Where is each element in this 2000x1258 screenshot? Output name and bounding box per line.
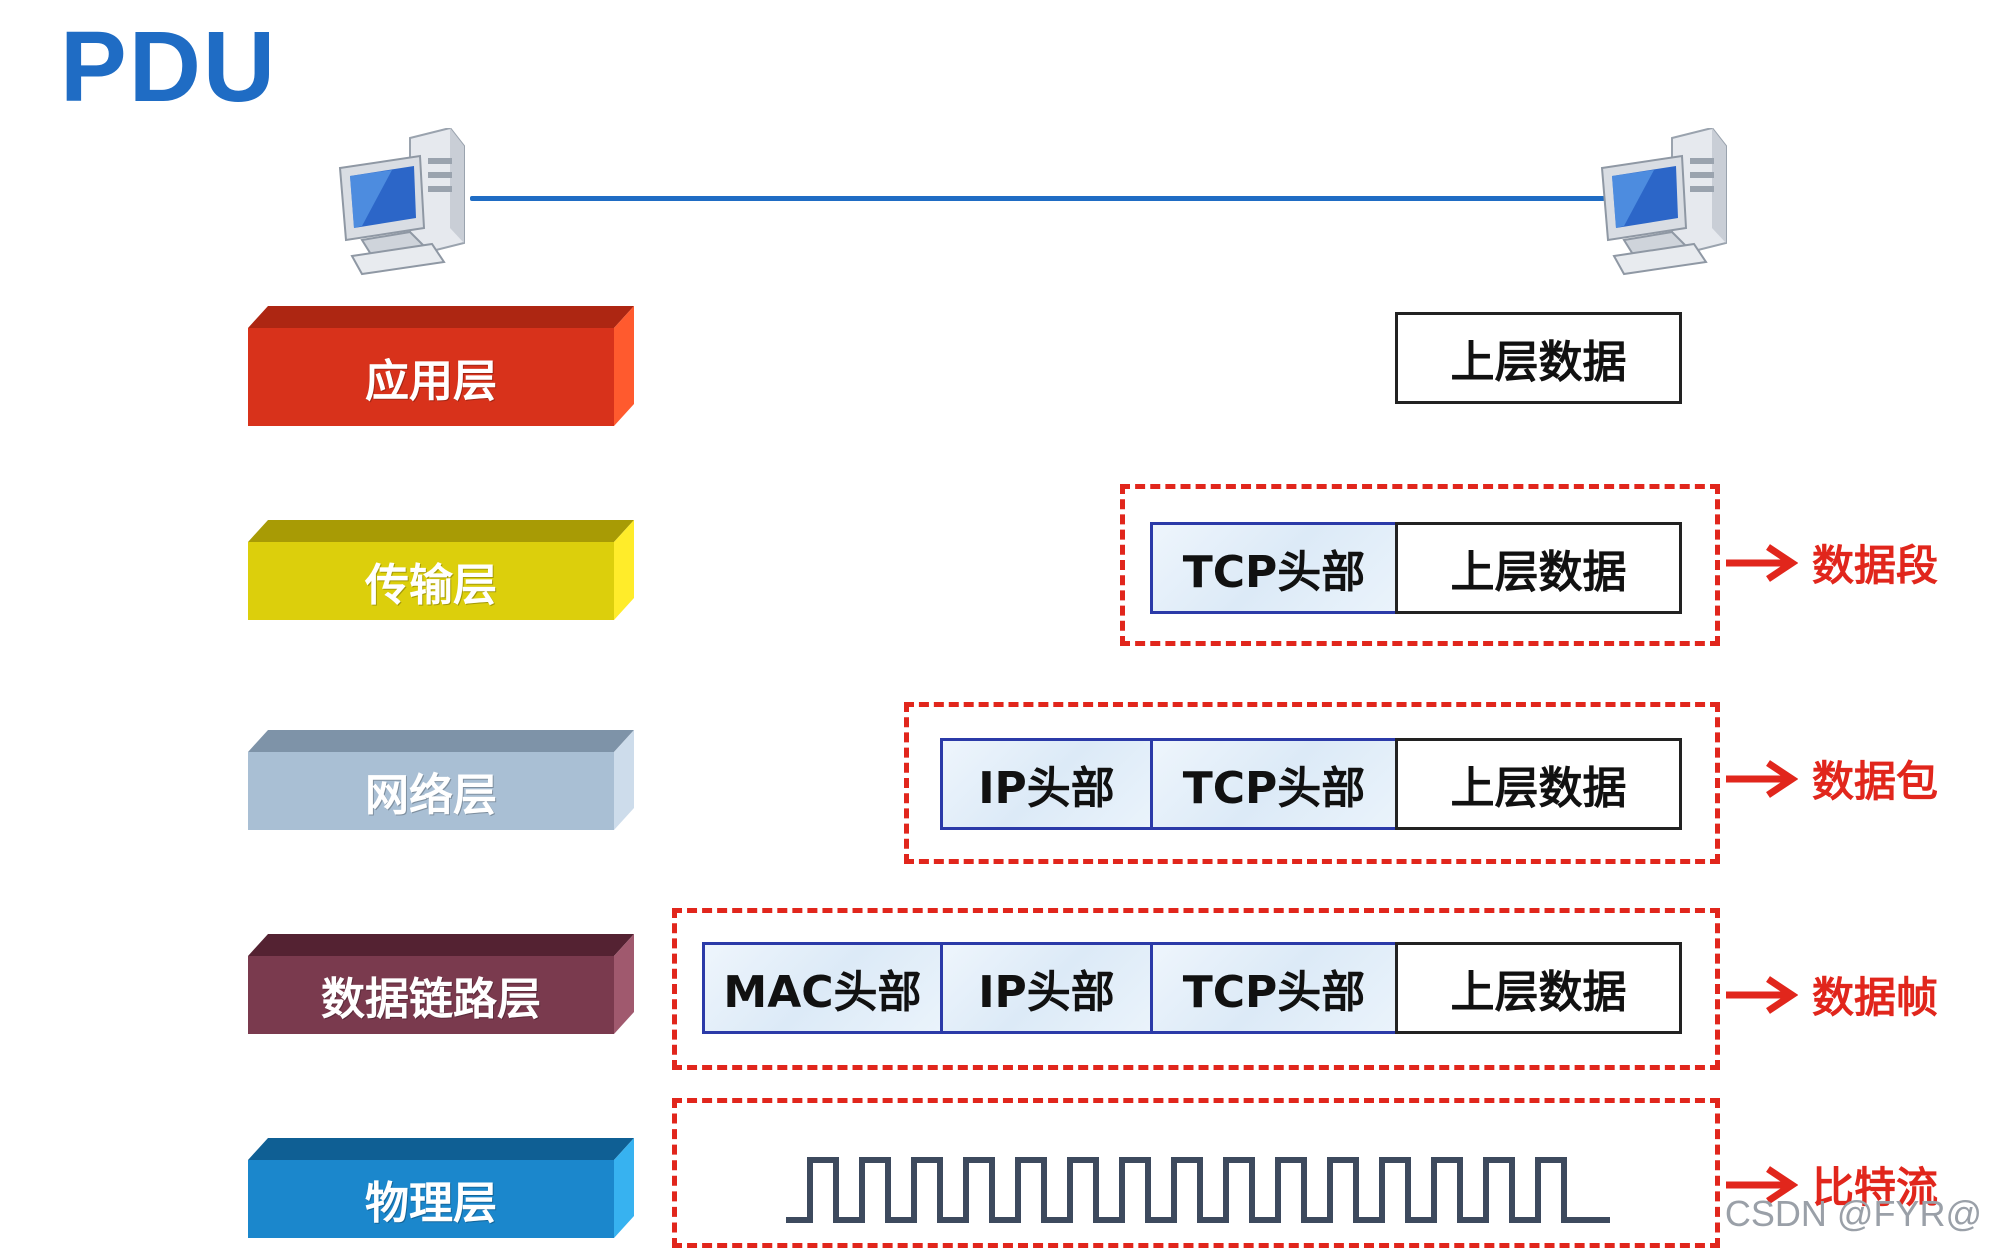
layer-block-shape <box>248 730 634 830</box>
application-data-row: 上层数据 <box>1395 312 1682 404</box>
packet-dashed-box <box>904 702 1720 864</box>
pdu-segment: 数据段 <box>1722 532 1938 593</box>
layer-network: 网络层 <box>248 730 634 850</box>
segment-dashed-box <box>1120 484 1720 646</box>
ip-header-cell: IP头部 <box>940 942 1150 1034</box>
layer-data-link: 数据链路层 <box>248 934 634 1054</box>
computer-icon <box>332 126 472 278</box>
layer-block-shape <box>248 306 634 426</box>
page-title: PDU <box>60 11 278 123</box>
mac-header-cell: MAC头部 <box>702 942 940 1034</box>
right-arrow-icon <box>1726 1165 1798 1204</box>
pdu-packet-label: 数据包 <box>1812 757 1939 806</box>
layer-application: 应用层 <box>248 306 634 426</box>
tcp-header-cell: TCP头部 <box>1150 522 1395 614</box>
pdu-frame: 数据帧 <box>1722 964 1938 1025</box>
pdu-frame-label: 数据帧 <box>1812 973 1939 1022</box>
layer-block-shape <box>248 520 634 620</box>
upper-data-cell: 上层数据 <box>1395 738 1682 830</box>
layer-transport: 传输层 <box>248 520 634 640</box>
layer-physical: 物理层 <box>248 1138 634 1258</box>
layer-label: 物理层 <box>365 1178 497 1229</box>
square-wave-signal <box>786 1157 1610 1223</box>
pdu-segment-label: 数据段 <box>1812 541 1939 590</box>
pdu-bitstream-label: 比特流 <box>1812 1163 1939 1212</box>
layer-label: 数据链路层 <box>321 974 541 1025</box>
tcp-header-cell: TCP头部 <box>1150 942 1395 1034</box>
pdu-packet: 数据包 <box>1722 748 1938 809</box>
network-link-line <box>470 196 1605 201</box>
layer-block-shape <box>248 934 634 1034</box>
upper-data-cell: 上层数据 <box>1395 942 1682 1034</box>
pdu-bitstream: 比特流 <box>1722 1154 1938 1215</box>
ip-header-cell: IP头部 <box>940 738 1150 830</box>
segment-row: TCP头部 上层数据 <box>1150 522 1682 614</box>
right-arrow-icon <box>1726 759 1798 798</box>
layer-label: 网络层 <box>365 770 497 821</box>
computer-icon <box>1594 126 1734 278</box>
tcp-header-cell: TCP头部 <box>1150 738 1395 830</box>
layer-label: 应用层 <box>365 356 497 407</box>
bitstream-dashed-box <box>672 1098 1720 1248</box>
layer-label: 传输层 <box>365 560 497 611</box>
upper-data-cell: 上层数据 <box>1395 522 1682 614</box>
right-arrow-icon <box>1726 975 1798 1014</box>
frame-dashed-box <box>672 908 1720 1070</box>
layer-block-shape <box>248 1138 634 1238</box>
upper-data-cell: 上层数据 <box>1395 312 1682 404</box>
right-arrow-icon <box>1726 543 1798 582</box>
packet-row: IP头部 TCP头部 上层数据 <box>940 738 1682 830</box>
frame-row: MAC头部 IP头部 TCP头部 上层数据 <box>702 942 1682 1034</box>
watermark-text: CSDN @FYR@ <box>1724 1193 1982 1234</box>
